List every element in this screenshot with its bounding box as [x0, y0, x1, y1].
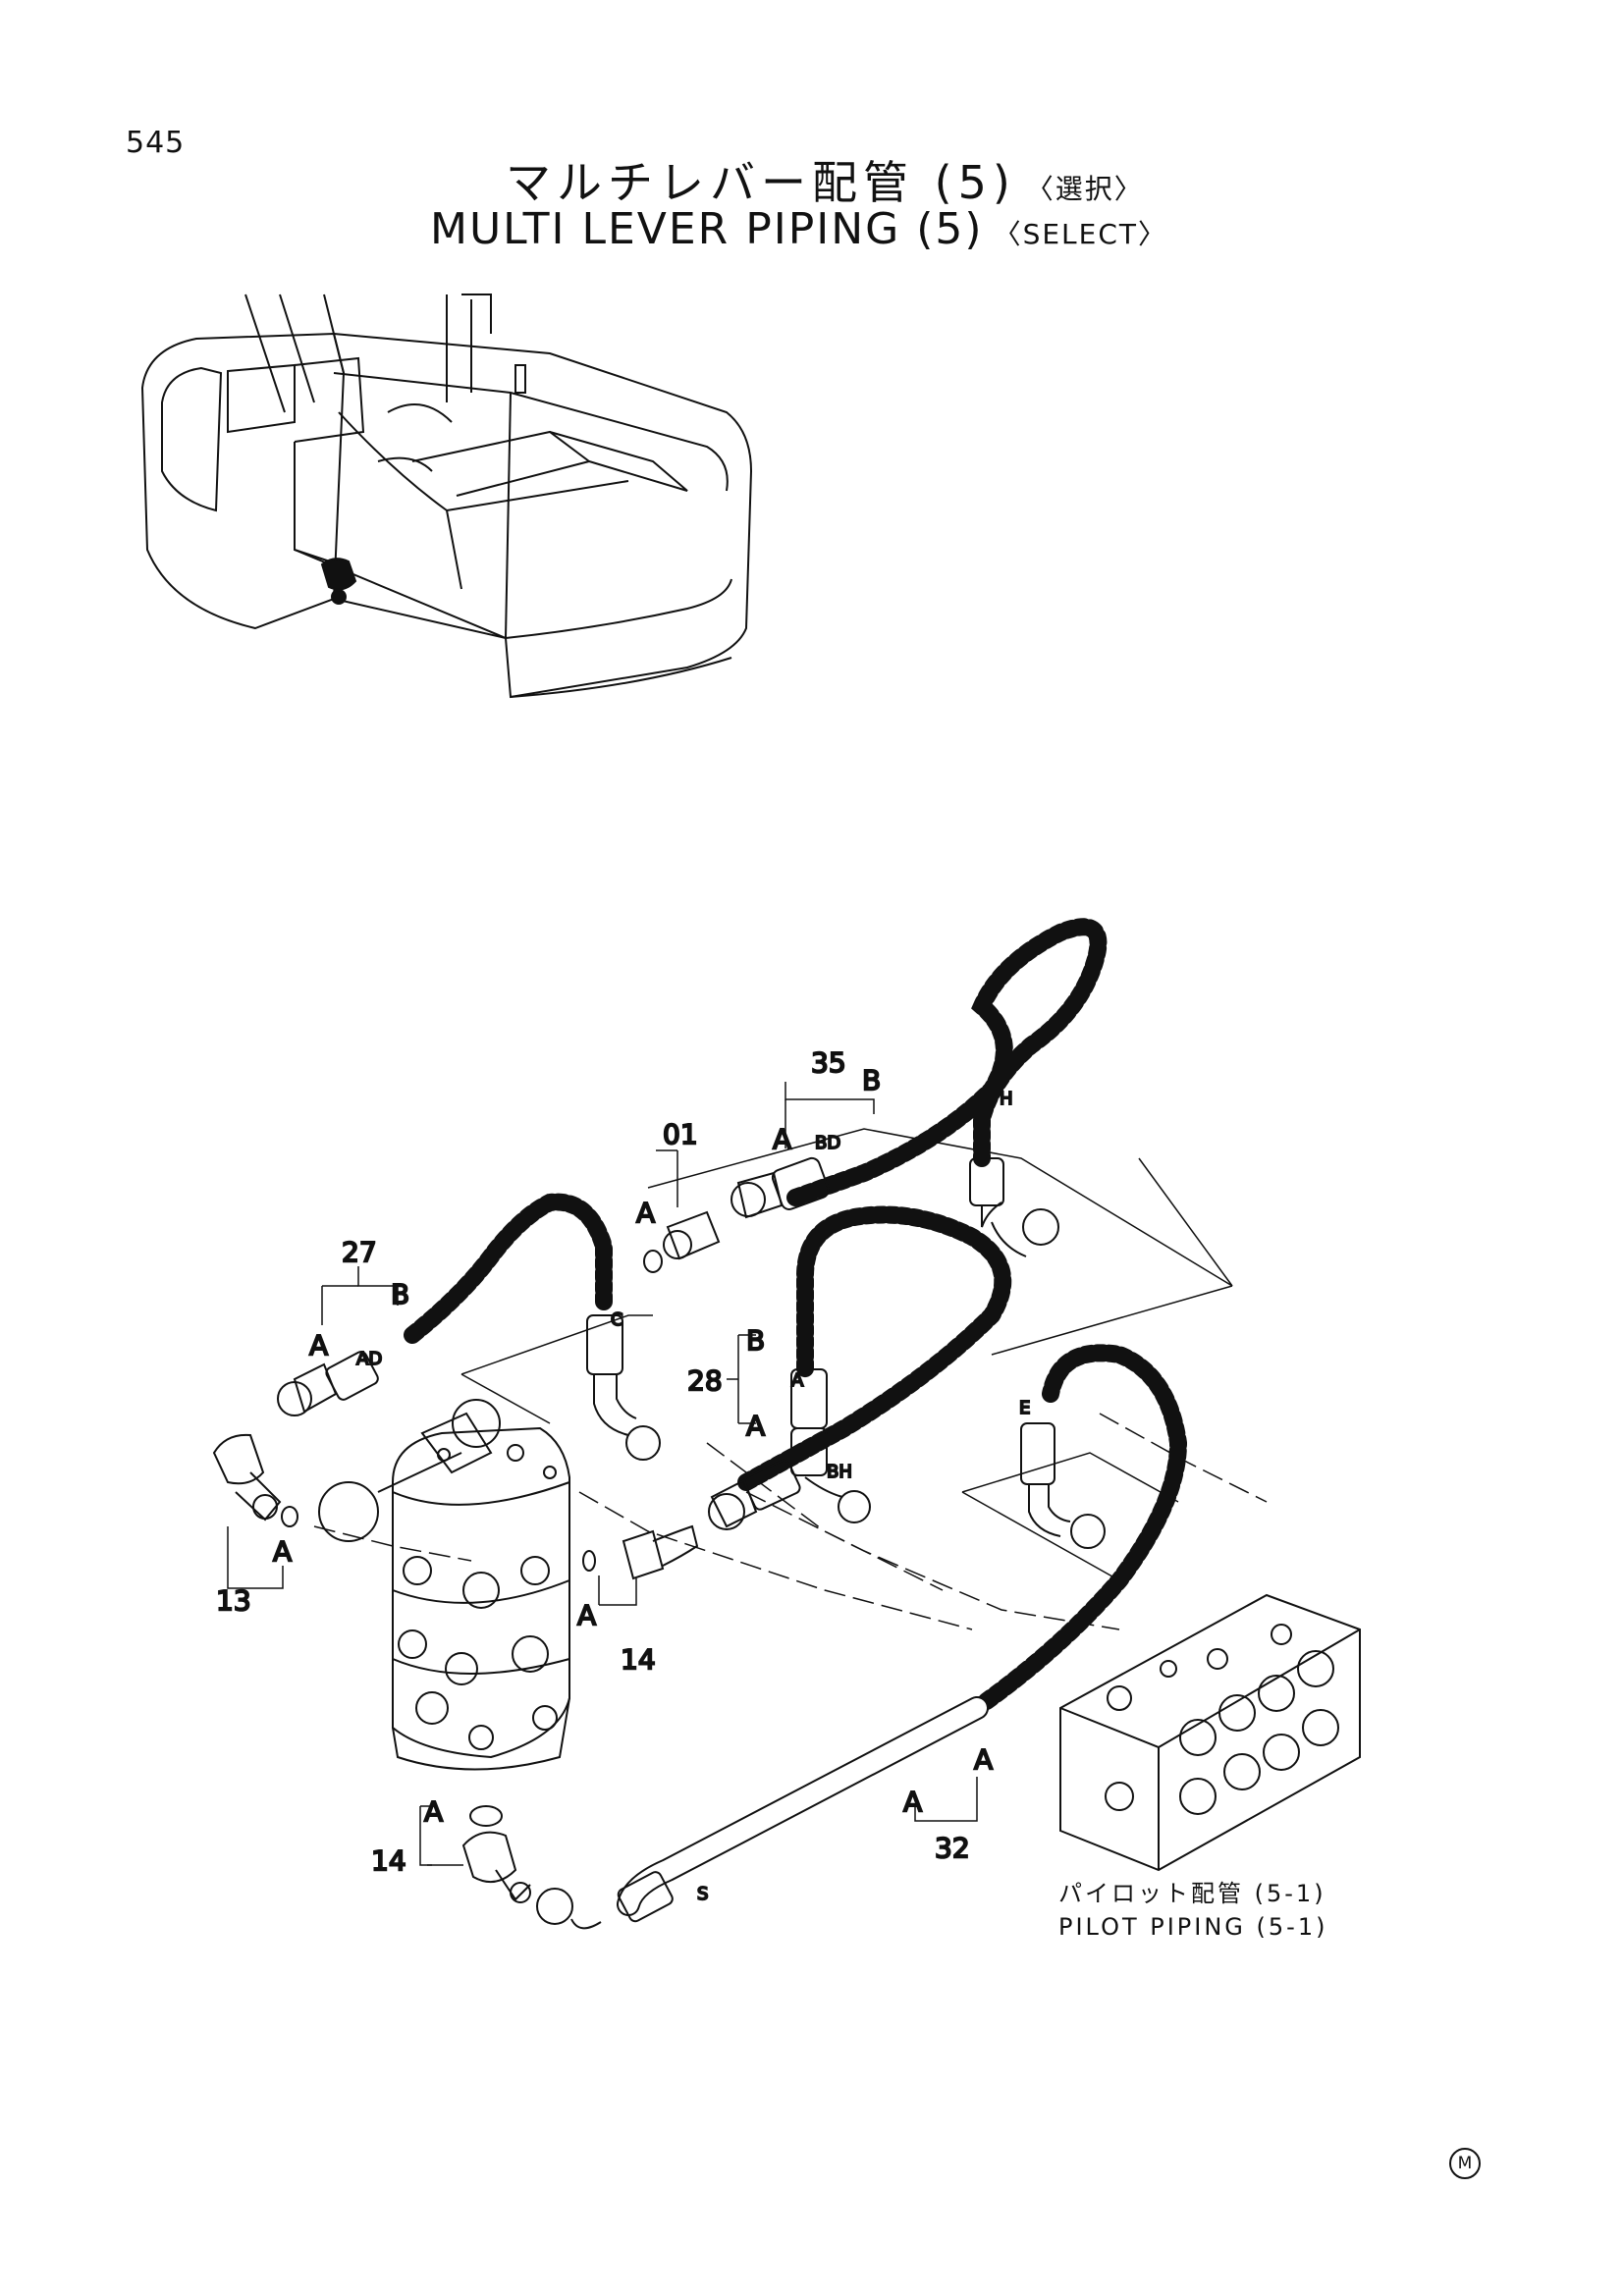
title-jp-sub: 〈選択〉 [1025, 173, 1144, 205]
fitting-14-lower [461, 1805, 531, 1903]
port-label-28-a: A [746, 1410, 765, 1442]
port-code-c: C [611, 1309, 623, 1330]
fitting-01 [643, 1210, 721, 1273]
reference-note: パイロット配管 (5-1) PILOT PIPING (5-1) [1058, 1877, 1327, 1944]
port-label-32-a: A [903, 1786, 922, 1818]
hose-35-end-bd [730, 1156, 830, 1219]
port-code-s: S [697, 1884, 708, 1904]
hose-27-end-c [586, 1314, 661, 1461]
hose-35 [786, 918, 1108, 1206]
part-number-27: 27 [342, 1236, 377, 1268]
fitting-14-upper [582, 1524, 699, 1580]
part-number-01: 01 [663, 1118, 698, 1150]
leader-lines [313, 1128, 1268, 1630]
port-label-14-upper-a: A [577, 1599, 596, 1631]
hose-32-end-e [1020, 1422, 1106, 1549]
hose-27-end-ad [277, 1351, 379, 1416]
hose-28 [737, 1205, 1012, 1491]
port-label-14-lower-a: A [424, 1795, 443, 1828]
part-number-14-lower: 14 [371, 1844, 406, 1877]
part-number-13: 13 [216, 1584, 251, 1617]
fitting-13 [212, 1433, 298, 1527]
port-label-01-a: A [636, 1197, 655, 1229]
port-label-35-b: B [862, 1064, 881, 1096]
port-code-e: E [1019, 1398, 1030, 1418]
multi-lever-valve [318, 1399, 570, 1771]
excavator-overview-illustration [140, 294, 753, 699]
reference-note-en: PILOT PIPING (5-1) [1058, 1913, 1328, 1941]
callout-brackets [227, 1082, 978, 1866]
port-code-h: H [1000, 1089, 1013, 1109]
port-code-bd: BD [815, 1133, 840, 1153]
port-label-27-b: B [391, 1278, 409, 1310]
port-label-28-b: B [746, 1324, 765, 1357]
hose-35-end-h [969, 1157, 1059, 1257]
hose-32 [617, 1344, 1188, 1916]
hose-32-end-s [536, 1871, 674, 1930]
part-number-14-upper: 14 [621, 1643, 656, 1676]
title-en-text: MULTI LEVER PIPING (5) [430, 204, 984, 254]
part-number-28: 28 [687, 1364, 723, 1397]
page-title-en: MULTI LEVER PIPING (5) 〈SELECT〉 [430, 204, 1167, 254]
port-code-bh: BH [827, 1462, 852, 1482]
page-title-jp: マルチレバー配管 (5) 〈選択〉 [506, 147, 1144, 212]
port-label-32-b: A [974, 1743, 993, 1776]
title-jp-text: マルチレバー配管 (5) [506, 156, 1016, 209]
part-number-32: 32 [935, 1832, 970, 1864]
title-en-sub: 〈SELECT〉 [993, 218, 1167, 250]
page-number: 545 [126, 126, 186, 160]
hose-28-fitting-a [790, 1368, 828, 1476]
port-label-35-a: A [773, 1123, 791, 1155]
hose-28-end-bh [708, 1459, 871, 1530]
part-number-35: 35 [811, 1046, 846, 1079]
pilot-valve-block [1059, 1593, 1361, 1872]
circled-m-mark: M [1449, 2148, 1481, 2179]
port-code-a: A [791, 1370, 804, 1391]
port-label-13-a: A [273, 1535, 292, 1568]
port-label-27-a: A [309, 1329, 328, 1362]
reference-note-jp: パイロット配管 (5-1) [1058, 1880, 1326, 1907]
multi-lever-location-marker [320, 558, 357, 605]
hose-27 [404, 1193, 613, 1344]
port-code-ad: AD [356, 1349, 382, 1369]
